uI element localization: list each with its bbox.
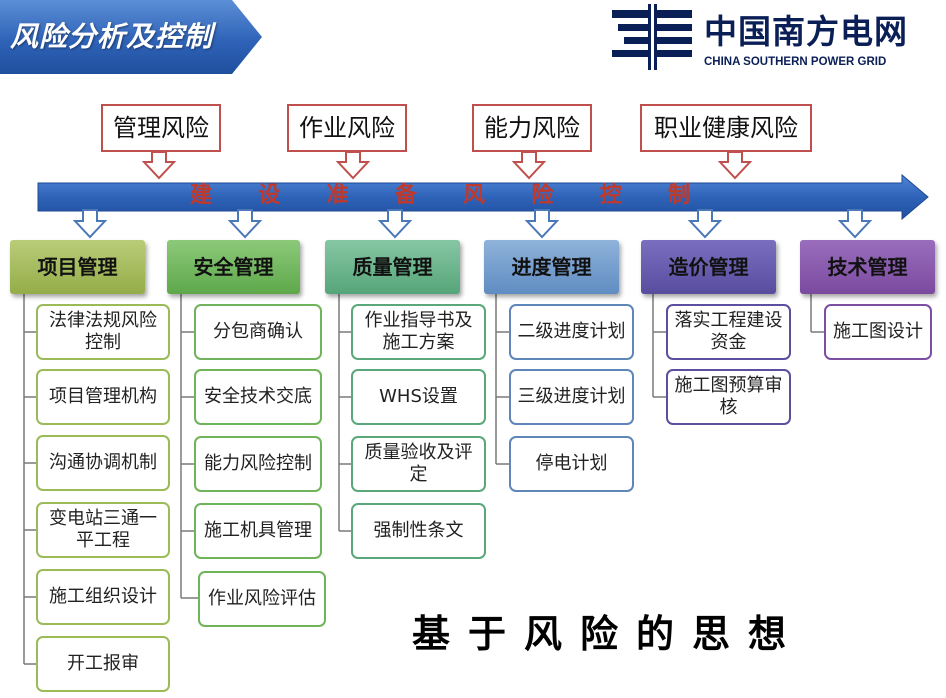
- category-safety-management: 安全管理: [167, 240, 300, 294]
- title-banner: [0, 0, 262, 74]
- category-down-arrow-1: [72, 209, 108, 239]
- slide-title: 风险分析及控制: [10, 20, 214, 53]
- bar-char: 建: [190, 182, 213, 208]
- company-logo: 中国南方电网 CHINA SOUTHERN POWER GRID: [612, 4, 942, 70]
- risk-box-capability: 能力风险: [472, 104, 592, 152]
- bar-char: 风: [463, 182, 486, 208]
- main-control-arrow: [37, 173, 929, 221]
- category-down-arrow-3: [377, 209, 413, 239]
- category-down-arrow-2: [227, 209, 263, 239]
- item-quality-acceptance: 质量验收及评定: [351, 436, 486, 492]
- risk-down-arrow-2: [335, 151, 371, 180]
- connector-col-6: [810, 294, 824, 333]
- item-equipment-management: 施工机具管理: [194, 503, 322, 559]
- logo-name-en: CHINA SOUTHERN POWER GRID: [704, 56, 887, 68]
- logo-name-cn: 中国南方电网: [704, 12, 908, 51]
- item-budget-review: 施工图预算审核: [666, 369, 791, 425]
- item-legal-risk-control: 法律法规风险控制: [36, 304, 170, 360]
- bar-char: 备: [394, 182, 417, 208]
- category-down-arrow-5: [687, 209, 723, 239]
- item-outage-plan: 停电计划: [509, 436, 634, 492]
- item-work-instructions: 作业指导书及施工方案: [351, 304, 486, 360]
- category-down-arrow-4: [524, 209, 560, 239]
- connector-col-4: [495, 294, 509, 465]
- category-project-management: 项目管理: [10, 240, 145, 294]
- connector-col-3: [338, 294, 351, 532]
- category-cost-management: 造价管理: [641, 240, 776, 294]
- item-mandatory-provisions: 强制性条文: [351, 503, 486, 559]
- item-level2-schedule: 二级进度计划: [509, 304, 634, 360]
- item-construction-organization-design: 施工组织设计: [36, 569, 170, 625]
- category-down-arrow-6: [837, 209, 873, 239]
- category-quality-management: 质量管理: [325, 240, 460, 294]
- bar-char: 控: [599, 182, 622, 208]
- item-substation-site-prep: 变电站三通一平工程: [36, 502, 170, 558]
- item-construction-drawing-design: 施工图设计: [824, 304, 932, 360]
- bar-char: 准: [326, 182, 349, 208]
- item-subcontractor-confirmation: 分包商确认: [194, 304, 322, 360]
- item-capability-risk-control: 能力风险控制: [194, 436, 322, 492]
- category-schedule-management: 进度管理: [484, 240, 619, 294]
- risk-down-arrow-4: [717, 151, 753, 180]
- bar-char: 设: [258, 182, 281, 208]
- item-level3-schedule: 三级进度计划: [509, 369, 634, 425]
- item-safety-briefing: 安全技术交底: [194, 369, 322, 425]
- risk-box-occupational-health: 职业健康风险: [640, 104, 812, 152]
- connector-col-5: [652, 294, 666, 398]
- risk-down-arrow-1: [141, 151, 177, 180]
- item-commencement-approval: 开工报审: [36, 636, 170, 692]
- item-communication-mechanism: 沟通协调机制: [36, 435, 170, 491]
- connector-col-1: [23, 294, 36, 665]
- item-funding-implementation: 落实工程建设资金: [666, 304, 791, 360]
- connector-col-2: [180, 294, 198, 599]
- item-operation-risk-assessment: 作业风险评估: [198, 571, 326, 627]
- risk-box-operation: 作业风险: [287, 104, 407, 152]
- main-bar-label: 建 设 准 备 风 险 控 制: [190, 181, 690, 209]
- category-technical-management: 技术管理: [800, 240, 935, 294]
- motto-text: 基于风险的思想: [412, 612, 805, 656]
- item-whs-setup: WHS设置: [351, 369, 486, 425]
- risk-down-arrow-3: [511, 151, 547, 180]
- bar-char: 险: [531, 182, 554, 208]
- bar-char: 制: [667, 182, 690, 208]
- power-grid-logo-icon: [612, 4, 692, 70]
- item-project-organization: 项目管理机构: [36, 369, 170, 425]
